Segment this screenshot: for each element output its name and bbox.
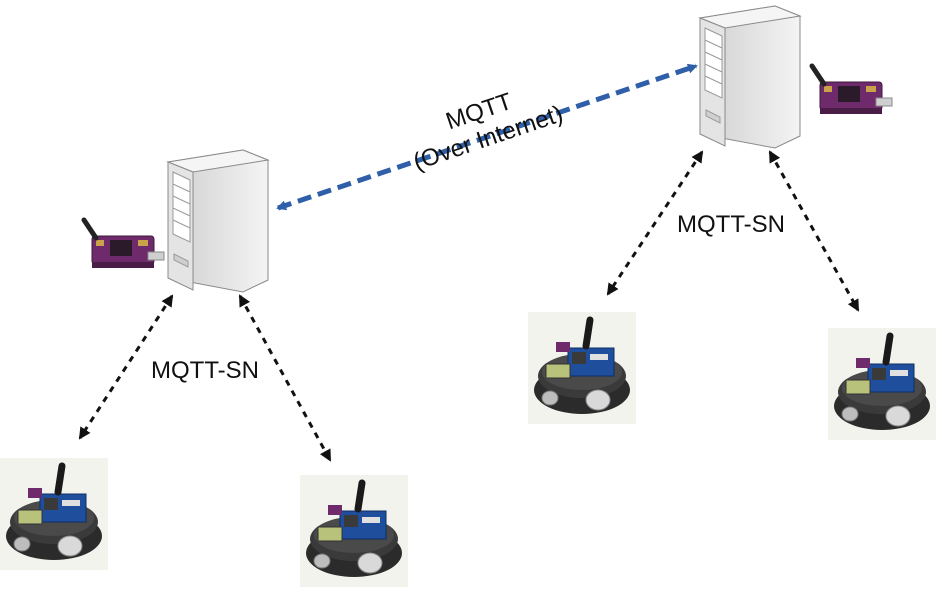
robot-node-left-a: [0, 458, 108, 570]
mqtt-sn-link-right-a: [606, 150, 704, 296]
mqtt-sn-label-left: MQTT-SN: [151, 357, 259, 384]
server-left: [167, 149, 269, 293]
gateway-board-right: [812, 66, 892, 114]
server-right: [699, 5, 801, 149]
mqtt-sn-link-left-a: [78, 294, 174, 440]
internet-link: [276, 63, 698, 211]
robot-node-left-b: [300, 475, 408, 587]
robot-node-right-a: [528, 312, 636, 424]
mqtt-sn-label-right: MQTT-SN: [677, 211, 785, 238]
gateway-board-left: [84, 220, 164, 268]
robot-node-right-b: [828, 328, 936, 440]
